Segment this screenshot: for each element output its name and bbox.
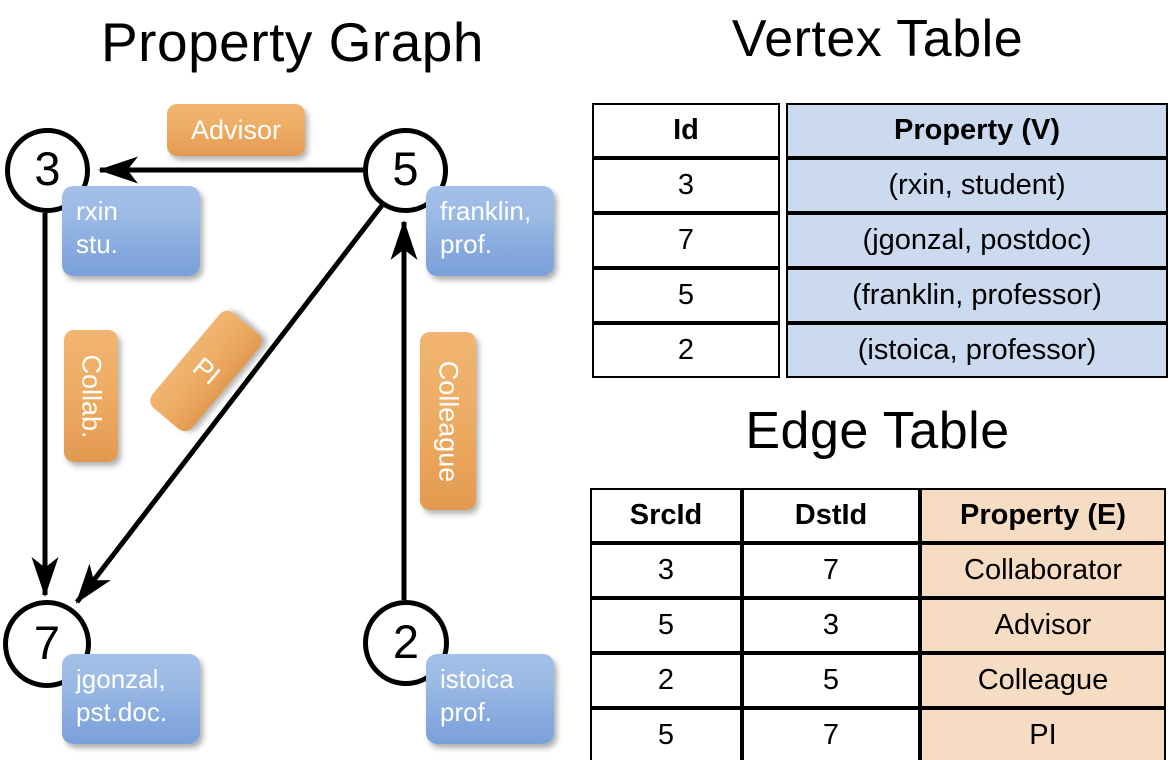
edge-table-header-srcid: SrcId <box>590 488 742 543</box>
vertex-row-3-id: 2 <box>592 323 780 378</box>
edge-row-2-property: Colleague <box>920 653 1166 708</box>
graph-node-5[interactable]: 5 <box>363 128 448 213</box>
node-property-franklin-line2: prof. <box>440 229 493 259</box>
table-row[interactable]: 3 7 Collaborator <box>590 543 1166 598</box>
edge-label-colleague-text: Colleague <box>433 360 464 482</box>
vertex-table-column-gap <box>780 268 786 323</box>
edge-label-collab-text: Collab. <box>76 353 107 439</box>
page-title-property-graph: Property Graph <box>100 11 484 73</box>
node-property-box-istoica: istoica prof. <box>426 654 554 744</box>
node-property-jgonzal-line2: pst.doc. <box>76 697 168 727</box>
edge-row-0-src: 3 <box>590 543 742 598</box>
vertex-row-2-property: (franklin, professor) <box>786 268 1168 323</box>
page-title-vertex-table: Vertex Table <box>731 10 1024 68</box>
table-row[interactable]: 5 (franklin, professor) <box>592 268 1168 323</box>
edge-row-1-src: 5 <box>590 598 742 653</box>
table-row[interactable]: 3 (rxin, student) <box>592 158 1168 213</box>
vertex-table-column-gap <box>780 158 786 213</box>
node-property-box-franklin: franklin, prof. <box>426 186 554 276</box>
vertex-table-header-row: Id Property (V) <box>592 103 1168 158</box>
vertex-table-header-property: Property (V) <box>786 103 1168 158</box>
edge-row-0-dst: 7 <box>742 543 920 598</box>
edge-row-1-dst: 3 <box>742 598 920 653</box>
edge-row-3-property: PI <box>920 708 1166 760</box>
node-property-rxin-line1: rxin <box>76 196 118 226</box>
edge-table: SrcId DstId Property (E) 3 7 Collaborato… <box>590 488 1166 760</box>
vertex-table-header-id: Id <box>592 103 780 158</box>
edge-table-header-row: SrcId DstId Property (E) <box>590 488 1166 543</box>
node-property-rxin-line2: stu. <box>76 229 118 259</box>
edge-table-header-dstid: DstId <box>742 488 920 543</box>
table-row[interactable]: 5 3 Advisor <box>590 598 1166 653</box>
vertex-row-0-property: (rxin, student) <box>786 158 1168 213</box>
edge-row-2-dst: 5 <box>742 653 920 708</box>
table-row[interactable]: 2 5 Colleague <box>590 653 1166 708</box>
vertex-row-2-id: 5 <box>592 268 780 323</box>
node-property-istoica-line2: prof. <box>440 697 493 727</box>
edge-label-colleague: Colleague <box>420 332 476 510</box>
vertex-table-column-gap <box>780 323 786 378</box>
page-title-edge-table: Edge Table <box>745 402 1010 460</box>
edge-row-3-src: 5 <box>590 708 742 760</box>
vertex-table-column-gap <box>780 103 786 158</box>
edge-label-advisor: Advisor <box>167 104 305 156</box>
node-property-istoica-line1: istoica <box>440 664 514 694</box>
vertex-row-0-id: 3 <box>592 158 780 213</box>
edge-label-collab: Collab. <box>64 330 118 462</box>
graph-node-2[interactable]: 2 <box>363 600 449 686</box>
graph-edges-svg <box>31 156 418 604</box>
graph-node-3-label: 3 <box>34 142 61 195</box>
node-property-franklin-line1: franklin, <box>440 196 532 226</box>
vertex-row-3-property: (istoica, professor) <box>786 323 1168 378</box>
node-property-box-rxin: rxin stu. <box>62 186 200 276</box>
node-property-box-jgonzal: jgonzal, pst.doc. <box>62 654 200 744</box>
edge-row-0-property: Collaborator <box>920 543 1166 598</box>
edge-label-pi-text: PI <box>186 350 226 391</box>
edge-row-1-property: Advisor <box>920 598 1166 653</box>
graph-node-5-label: 5 <box>392 142 419 195</box>
table-row[interactable]: 2 (istoica, professor) <box>592 323 1168 378</box>
graph-node-2-label: 2 <box>392 614 420 668</box>
graph-node-7-label: 7 <box>33 615 61 669</box>
edge-label-advisor-text: Advisor <box>190 114 282 145</box>
node-property-jgonzal-line1: jgonzal, <box>76 664 166 694</box>
vertex-table-column-gap <box>780 213 786 268</box>
edge-row-3-dst: 7 <box>742 708 920 760</box>
property-graph-diagram: 3 5 7 2 rxin stu. franklin, prof. jgonza… <box>3 104 554 744</box>
vertex-row-1-property: (jgonzal, postdoc) <box>786 213 1168 268</box>
edge-table-header-property: Property (E) <box>920 488 1166 543</box>
edge-5-to-7-pi <box>75 202 385 604</box>
edge-row-2-src: 2 <box>590 653 742 708</box>
table-row[interactable]: 5 7 PI <box>590 708 1166 760</box>
vertex-row-1-id: 7 <box>592 213 780 268</box>
vertex-table: Id Property (V) 3 (rxin, student) 7 (jgo… <box>592 103 1168 378</box>
table-row[interactable]: 7 (jgonzal, postdoc) <box>592 213 1168 268</box>
